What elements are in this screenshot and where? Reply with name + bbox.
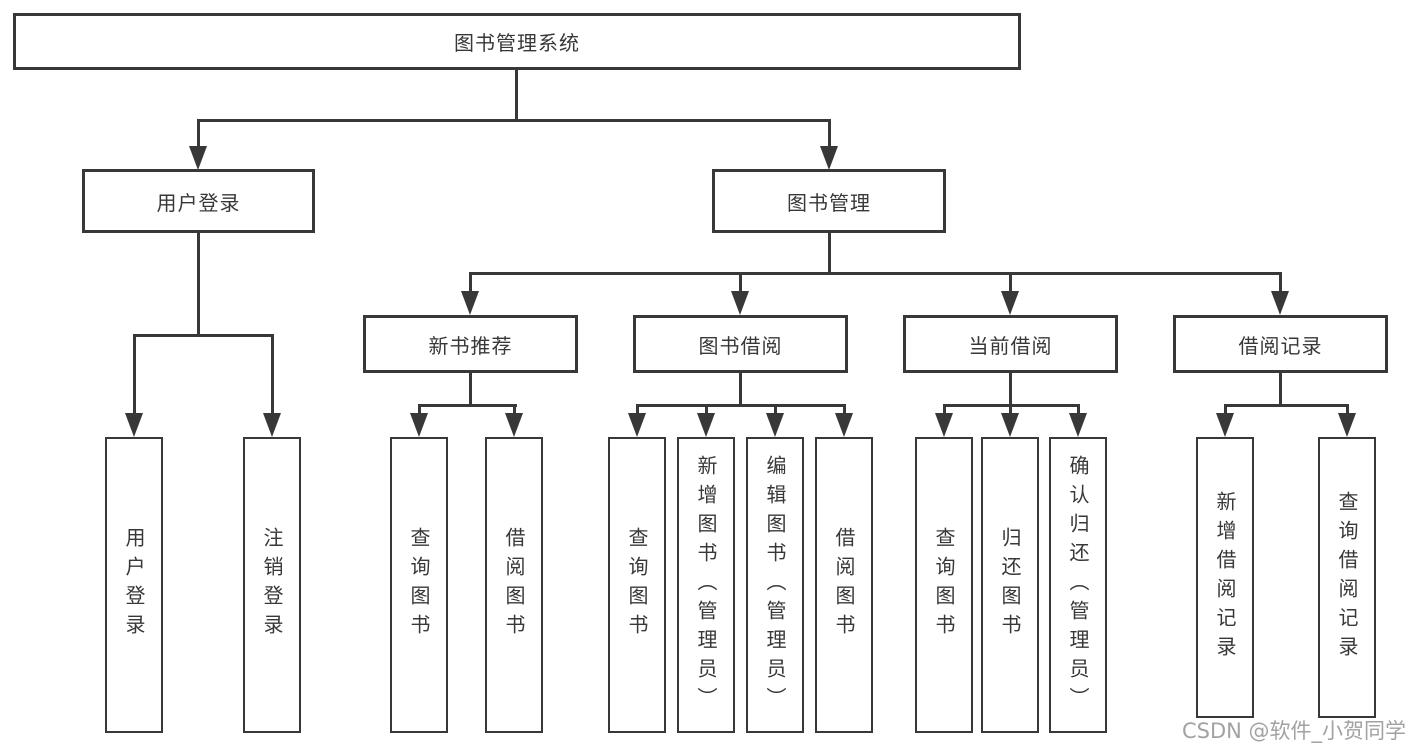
connector-line bbox=[197, 233, 200, 337]
connector-line bbox=[1224, 404, 1348, 407]
connector-line bbox=[828, 233, 831, 275]
connector-line bbox=[774, 404, 777, 416]
connector-line bbox=[133, 334, 274, 337]
connector-line bbox=[271, 334, 274, 416]
connector-line bbox=[828, 119, 831, 149]
node-user-login: 用户登录 bbox=[82, 169, 315, 233]
arrowhead-down bbox=[731, 291, 749, 315]
connector-line bbox=[513, 404, 516, 416]
node-label: 查询借阅记录 bbox=[1335, 490, 1359, 665]
connector-line bbox=[739, 272, 742, 294]
arrowhead-down bbox=[1001, 413, 1019, 437]
node-query-borrow-record: 查询借阅记录 bbox=[1318, 437, 1376, 718]
connector-line bbox=[197, 119, 200, 149]
node-current-borrow: 当前借阅 bbox=[903, 315, 1118, 373]
arrowhead-down bbox=[125, 413, 143, 437]
connector-line bbox=[943, 404, 946, 416]
node-query-books-borrow: 查询图书 bbox=[608, 437, 666, 733]
connector-line bbox=[515, 70, 518, 122]
arrowhead-down bbox=[766, 413, 784, 437]
arrowhead-down bbox=[189, 146, 207, 170]
node-label: 注销登录 bbox=[260, 527, 284, 643]
node-borrow-books-action: 借阅图书 bbox=[815, 437, 873, 733]
arrowhead-down bbox=[935, 413, 953, 437]
connector-line bbox=[1009, 272, 1012, 294]
node-label: 用户登录 bbox=[122, 527, 146, 643]
arrowhead-down bbox=[820, 146, 838, 170]
node-label: 编辑图书（管理员） bbox=[763, 454, 787, 716]
arrowhead-down bbox=[505, 413, 523, 437]
node-label: 借阅图书 bbox=[832, 527, 856, 643]
csdn-watermark: CSDN @软件_小贺同学 bbox=[1182, 719, 1405, 743]
connector-line bbox=[636, 404, 639, 416]
arrowhead-down bbox=[263, 413, 281, 437]
connector-line bbox=[469, 272, 472, 294]
node-add-books-admin: 新增图书（管理员） bbox=[677, 437, 735, 733]
connector-line bbox=[469, 272, 1281, 275]
connector-line bbox=[1346, 404, 1349, 416]
node-label: 借阅图书 bbox=[502, 527, 526, 643]
arrowhead-down bbox=[1338, 413, 1356, 437]
connector-line bbox=[739, 373, 742, 407]
connector-line bbox=[1224, 404, 1227, 416]
node-label: 确认归还（管理员） bbox=[1066, 454, 1090, 716]
connector-line bbox=[418, 404, 421, 416]
node-borrow-records: 借阅记录 bbox=[1173, 315, 1388, 373]
connector-line bbox=[843, 404, 846, 416]
connector-line bbox=[705, 404, 708, 416]
node-new-book-recommend: 新书推荐 bbox=[363, 315, 578, 373]
connector-line bbox=[418, 404, 517, 407]
node-book-borrow: 图书借阅 bbox=[633, 315, 848, 373]
node-label: 新增借阅记录 bbox=[1213, 490, 1237, 665]
arrowhead-down bbox=[410, 413, 428, 437]
node-borrow-books-recommend: 借阅图书 bbox=[485, 437, 543, 733]
node-label: 新增图书（管理员） bbox=[694, 454, 718, 716]
arrowhead-down bbox=[1216, 413, 1234, 437]
connector-line bbox=[197, 119, 831, 122]
connector-line bbox=[469, 373, 472, 407]
node-edit-books-admin: 编辑图书（管理员） bbox=[746, 437, 804, 733]
node-label: 查询图书 bbox=[625, 527, 649, 643]
node-system-root: 图书管理系统 bbox=[13, 13, 1021, 70]
node-user-login-action: 用户登录 bbox=[105, 437, 163, 733]
connector-line bbox=[1077, 404, 1080, 416]
arrowhead-down bbox=[628, 413, 646, 437]
node-label: 归还图书 bbox=[998, 527, 1022, 643]
arrowhead-down bbox=[1001, 291, 1019, 315]
node-add-borrow-record: 新增借阅记录 bbox=[1196, 437, 1254, 718]
arrowhead-down bbox=[835, 413, 853, 437]
node-label: 查询图书 bbox=[407, 527, 431, 643]
connector-line bbox=[1009, 373, 1012, 407]
connector-line bbox=[636, 404, 846, 407]
node-query-books-current: 查询图书 bbox=[915, 437, 973, 733]
node-query-books-recommend: 查询图书 bbox=[390, 437, 448, 733]
connector-line bbox=[1009, 404, 1012, 416]
node-return-books: 归还图书 bbox=[981, 437, 1039, 733]
connector-line bbox=[133, 334, 136, 416]
arrowhead-down bbox=[1271, 291, 1289, 315]
node-logout-action: 注销登录 bbox=[243, 437, 301, 733]
node-label: 查询图书 bbox=[932, 527, 956, 643]
arrowhead-down bbox=[1069, 413, 1087, 437]
arrowhead-down bbox=[461, 291, 479, 315]
connector-line bbox=[1279, 272, 1282, 294]
node-confirm-return-admin: 确认归还（管理员） bbox=[1049, 437, 1107, 733]
connector-line bbox=[1279, 373, 1282, 407]
arrowhead-down bbox=[697, 413, 715, 437]
node-book-management: 图书管理 bbox=[712, 169, 946, 233]
